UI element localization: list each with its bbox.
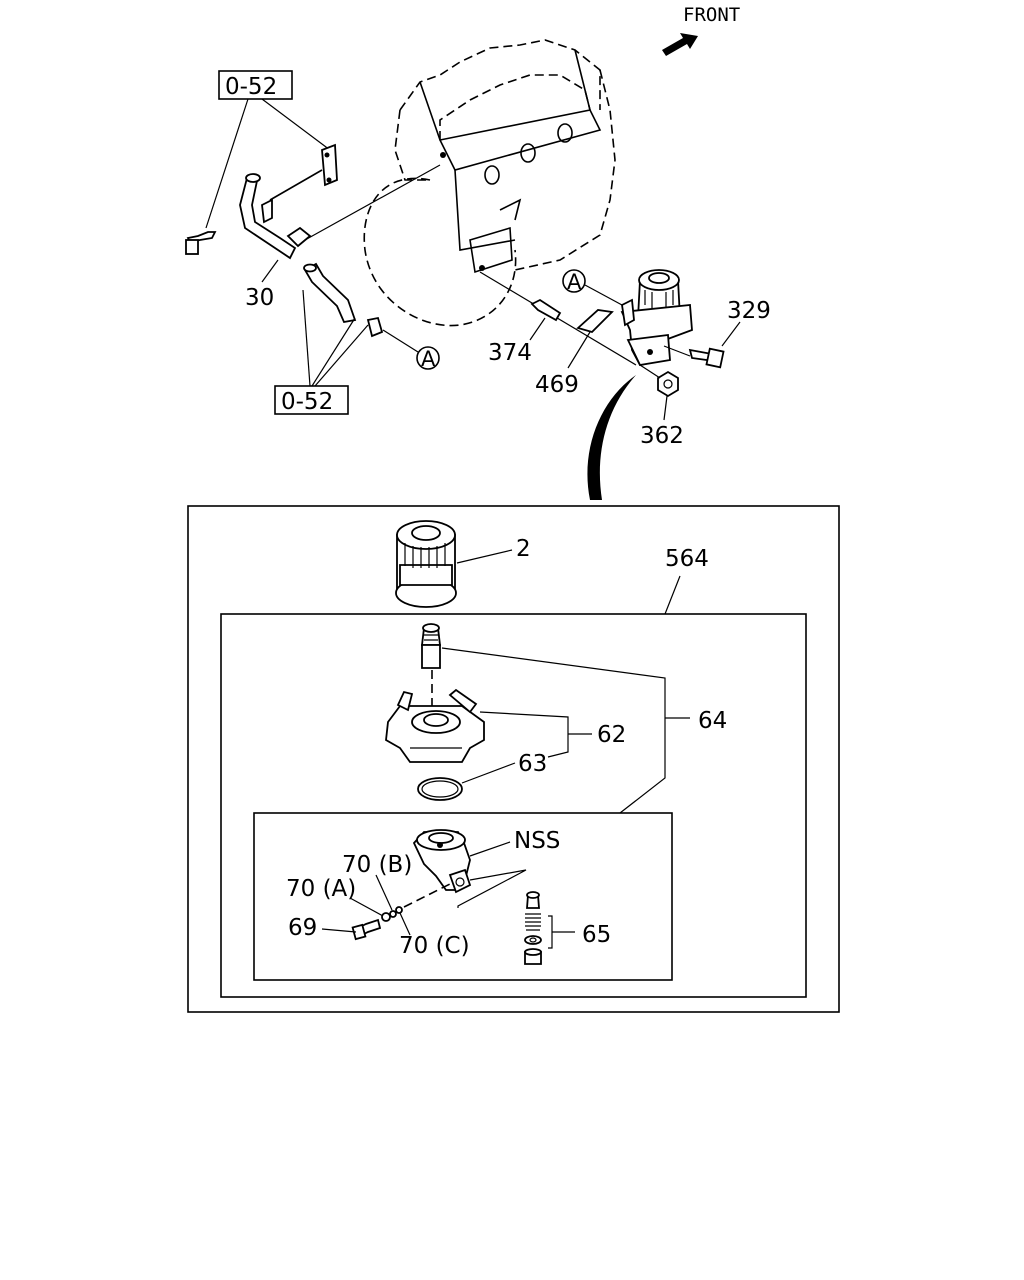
part-label-nss: NSS <box>514 828 560 854</box>
connector-a-icon <box>562 269 586 293</box>
cylinder-port <box>520 143 536 163</box>
oil-filter-assembly: A <box>479 269 725 398</box>
part-number-564: 564 <box>665 546 709 572</box>
detail-box-outer <box>187 505 840 1013</box>
reference-box-upper[interactable]: 0-52 <box>218 70 293 100</box>
seal-70b <box>389 910 397 918</box>
part-number-63: 63 <box>518 751 547 777</box>
part-number-2: 2 <box>516 536 531 562</box>
engine-block <box>363 39 616 327</box>
part-number-62: 62 <box>597 722 626 748</box>
detail-box-564 <box>220 613 807 998</box>
o-ring-63 <box>417 777 463 801</box>
relief-valve-65 <box>524 891 542 965</box>
part-number-69: 69 <box>288 915 317 941</box>
part-number-70c: 70 (C) <box>399 933 470 959</box>
reference-box-lower[interactable]: 0-52 <box>274 385 349 415</box>
part-number-70a: 70 (A) <box>286 876 356 902</box>
filter-base-nss <box>412 829 472 894</box>
oil-hose <box>303 262 419 353</box>
part-number-469: 469 <box>535 372 579 398</box>
filter-cartridge-2 <box>395 520 457 608</box>
cylinder-port <box>484 165 500 185</box>
detail-box-nss <box>253 812 673 981</box>
oil-cooler-62 <box>385 688 485 763</box>
svg-text:A: A <box>567 270 582 294</box>
part-number-30: 30 <box>245 285 274 311</box>
svg-text:0-52: 0-52 <box>281 389 333 415</box>
oil-pipe-30 <box>185 143 441 260</box>
detail-pointer <box>587 375 636 500</box>
part-number-329: 329 <box>727 298 771 324</box>
plug-bolt-69 <box>351 918 382 941</box>
front-arrow-icon <box>662 33 698 56</box>
connector-a-icon: A <box>416 346 440 371</box>
seal-70c <box>395 906 403 914</box>
svg-text:0-52: 0-52 <box>225 74 277 100</box>
part-number-65: 65 <box>582 922 611 948</box>
seal-70a <box>381 912 391 922</box>
part-number-374: 374 <box>488 340 532 366</box>
center-bolt <box>420 623 442 669</box>
part-number-362: 362 <box>640 423 684 449</box>
part-number-64: 64 <box>698 708 727 734</box>
svg-text:A: A <box>421 347 436 371</box>
cylinder-port <box>557 123 573 143</box>
part-number-70b: 70 (B) <box>342 852 412 878</box>
front-label: FRONT <box>683 4 740 26</box>
